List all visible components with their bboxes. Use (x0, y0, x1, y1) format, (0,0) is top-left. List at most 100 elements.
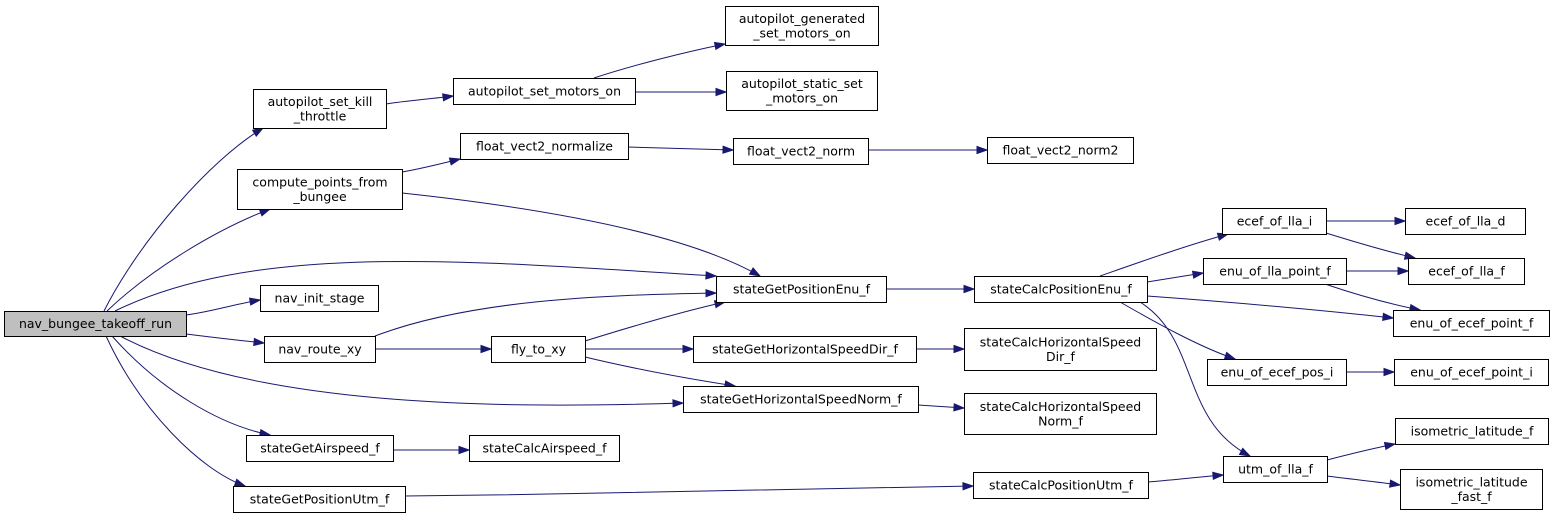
edge-autopilot_set_motors_on-to-autopilot_static_set_motors_on (635, 87, 728, 97)
node-label: isometric_latitude_f (1411, 424, 1534, 439)
node-ecef_of_lla_i[interactable]: ecef_of_lla_i (1222, 208, 1327, 235)
edge-line (1119, 301, 1236, 360)
node-label: _motors_on (765, 90, 838, 105)
node-box (1394, 359, 1549, 386)
edge-line (185, 333, 265, 344)
node-compute_points_from_bungee[interactable]: compute_points_from_bungee (237, 169, 403, 210)
node-stateCalcPositionUtm_f[interactable]: stateCalcPositionUtm_f (973, 472, 1149, 499)
edge-float_vect2_norm-to-float_vect2_norm2 (867, 145, 989, 155)
node-label: float_vect2_norm2 (1002, 143, 1118, 158)
edge-arrowhead (705, 288, 718, 298)
edge-stateGetPositionEnu_f-to-stateCalcPositionEnu_f (886, 284, 976, 294)
node-float_vect2_norm2[interactable]: float_vect2_norm2 (987, 137, 1134, 164)
node-ecef_of_lla_d[interactable]: ecef_of_lla_d (1405, 208, 1526, 235)
node-label: _set_motors_on (752, 25, 850, 40)
edge-arrowhead (1382, 312, 1395, 322)
node-ecef_of_lla_f[interactable]: ecef_of_lla_f (1408, 258, 1525, 285)
node-label: stateCalcHorizontalSpeed (980, 399, 1141, 414)
edge-arrowhead (233, 478, 247, 487)
edge-line (103, 127, 264, 312)
edge-line (1325, 232, 1416, 259)
node-stateCalcPositionEnu_f[interactable]: stateCalcPositionEnu_f (974, 276, 1148, 303)
edge-fly_to_xy-to-stateGetHorizontalSpeedDir_f (585, 344, 695, 354)
edge-arrowhead (976, 145, 989, 155)
node-label: ecef_of_lla_f (1428, 264, 1505, 279)
node-nav_bungee_takeoff_run[interactable]: nav_bungee_takeoff_run (4, 311, 187, 337)
edge-utm_of_lla_f-to-isometric_latitude_f (1326, 441, 1397, 461)
edge-line (119, 335, 684, 406)
node-label: stateGetHorizontalSpeedNorm_f (700, 392, 902, 407)
edge-fly_to_xy-to-stateGetPositionEnu_f (584, 300, 727, 342)
node-float_vect2_norm[interactable]: float_vect2_norm (733, 138, 869, 165)
node-label: compute_points_from (252, 174, 387, 189)
node-label: autopilot_generated (739, 11, 865, 26)
edge-line (593, 43, 726, 79)
edge-line (1139, 301, 1251, 457)
node-stateGetPositionEnu_f[interactable]: stateGetPositionEnu_f (716, 276, 887, 303)
node-label: float_vect2_norm (747, 144, 855, 159)
edge-arrowhead (963, 284, 976, 294)
node-enu_of_ecef_pos_i[interactable]: enu_of_ecef_pos_i (1207, 359, 1347, 386)
node-label: float_vect2_normalize (476, 139, 613, 154)
node-enu_of_lla_point_f[interactable]: enu_of_lla_point_f (1203, 258, 1347, 285)
edge-line (1326, 475, 1401, 486)
node-autopilot_set_kill_throttle[interactable]: autopilot_set_kill_throttle (253, 89, 387, 129)
node-label: utm_of_lla_f (1238, 462, 1313, 477)
edge-arrowhead (713, 41, 727, 51)
node-autopilot_generated_set_motors_on[interactable]: autopilot_generated_set_motors_on (725, 6, 879, 46)
node-stateGetHorizontalSpeedDir_f[interactable]: stateGetHorizontalSpeedDir_f (693, 336, 917, 363)
node-stateCalcAirspeed_f[interactable]: stateCalcAirspeed_f (469, 435, 620, 462)
node-label: ecef_of_lla_d (1426, 214, 1506, 229)
edge-enu_of_ecef_pos_i-to-enu_of_ecef_point_i (1346, 367, 1396, 377)
edge-line (111, 335, 271, 436)
node-box (964, 393, 1157, 435)
node-nav_init_stage[interactable]: nav_init_stage (260, 285, 379, 312)
node-label: nav_bungee_takeoff_run (19, 316, 172, 331)
node-fly_to_xy[interactable]: fly_to_xy (491, 336, 586, 363)
edge-arrowhead (251, 127, 265, 138)
edge-arrowhead (1397, 266, 1410, 276)
node-box (726, 71, 878, 111)
edge-arrowhead (1389, 479, 1402, 488)
node-box (725, 6, 879, 46)
node-enu_of_ecef_point_f[interactable]: enu_of_ecef_point_f (1393, 310, 1550, 337)
edge-nav_route_xy-to-stateGetPositionEnu_f (374, 288, 718, 337)
node-box (1395, 418, 1549, 445)
node-isometric_latitude_fast_f[interactable]: isometric_latitude_fast_f (1400, 469, 1543, 510)
node-label: stateGetPositionUtm_f (250, 492, 390, 507)
edges-layer (103, 41, 1422, 497)
edge-nav_route_xy-to-fly_to_xy (375, 344, 493, 354)
edge-line (185, 299, 261, 316)
edge-line (584, 301, 726, 342)
node-box (253, 89, 387, 129)
edge-nav_bungee_takeoff_run-to-stateGetAirspeed_f (111, 335, 272, 438)
node-box (1223, 456, 1328, 483)
edge-enu_of_lla_point_f-to-enu_of_ecef_point_f (1324, 283, 1422, 313)
node-autopilot_set_motors_on[interactable]: autopilot_set_motors_on (453, 78, 636, 105)
node-stateGetAirspeed_f[interactable]: stateGetAirspeed_f (246, 435, 394, 462)
edge-line (1324, 283, 1421, 311)
node-isometric_latitude_f[interactable]: isometric_latitude_f (1395, 418, 1549, 445)
node-float_vect2_normalize[interactable]: float_vect2_normalize (460, 133, 629, 160)
edge-autopilot_set_kill_throttle-to-autopilot_set_motors_on (385, 93, 455, 105)
edge-line (584, 356, 736, 387)
node-box (453, 78, 636, 105)
edge-arrowhead (953, 344, 966, 354)
node-label: autopilot_set_motors_on (468, 84, 621, 99)
node-label: enu_of_ecef_point_f (1410, 316, 1534, 331)
node-label: _throttle (293, 108, 347, 123)
node-nav_route_xy[interactable]: nav_route_xy (264, 336, 376, 363)
node-autopilot_static_set_motors_on[interactable]: autopilot_static_set_motors_on (726, 71, 878, 111)
node-enu_of_ecef_point_i[interactable]: enu_of_ecef_point_i (1394, 359, 1549, 386)
node-stateGetHorizontalSpeedNorm_f[interactable]: stateGetHorizontalSpeedNorm_f (683, 386, 919, 413)
edge-arrowhead (1383, 367, 1396, 377)
node-stateGetPositionUtm_f[interactable]: stateGetPositionUtm_f (233, 486, 406, 513)
node-label: ecef_of_lla_i (1237, 214, 1313, 229)
node-utm_of_lla_f[interactable]: utm_of_lla_f (1223, 456, 1328, 483)
edge-nav_bungee_takeoff_run-to-compute_points_from_bungee (106, 208, 272, 312)
edge-line (106, 208, 271, 312)
node-box (233, 486, 406, 513)
edge-arrowhead (1223, 351, 1237, 360)
